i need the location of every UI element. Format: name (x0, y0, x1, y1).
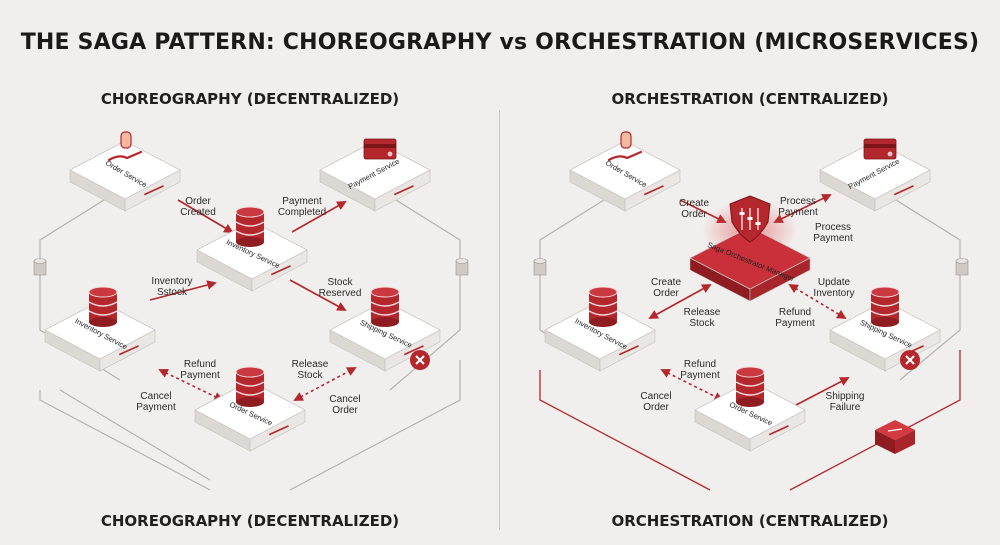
node-inventory-service-center: Inventory Service (196, 220, 308, 292)
orchestration-heading: ORCHESTRATION (CENTRALIZED) (611, 90, 889, 108)
node-order-service-bottom-right: Order Service (694, 380, 806, 452)
node-inventory-service-right: Inventory Service (544, 300, 656, 372)
edge-payment-completed (291, 201, 347, 233)
left-loop-bottom-right (289, 360, 461, 491)
edge-stock-reserved (289, 279, 347, 311)
hand-icon-2 (607, 131, 643, 162)
orchestration-footer: ORCHESTRATION (CENTRALIZED) (611, 512, 889, 530)
page-title: THE SAGA PATTERN: CHOREOGRAPHY vs ORCHES… (20, 30, 980, 55)
edge-shipping-failure (795, 377, 850, 406)
left-side-db-icon (33, 258, 47, 276)
choreography-heading: CHOREOGRAPHY (DECENTRALIZED) (100, 90, 400, 108)
failure-x-icon (410, 350, 430, 370)
failure-x-icon-2 (900, 350, 920, 370)
left-loop-bottom (39, 390, 211, 491)
edge-order-created (177, 199, 234, 233)
choreography-footer: CHOREOGRAPHY (DECENTRALIZED) (100, 512, 400, 530)
credit-card-icon (363, 138, 397, 160)
node-payment-service: Payment Service (319, 140, 431, 212)
background-loops (39, 189, 961, 491)
left-side-db-icon-2 (455, 258, 469, 276)
database-icon-4 (235, 366, 265, 407)
database-icon-2 (88, 286, 118, 327)
node-order-service-top-right: Order Service (569, 140, 681, 212)
right-red-loop-left (539, 370, 711, 491)
right-loop-b (879, 189, 961, 381)
node-shipping-service: Shipping Service (329, 300, 441, 372)
edges-layer (149, 194, 850, 406)
edge-inventory-sstock (149, 280, 217, 301)
left-loop-b (59, 389, 211, 481)
hand-icon (107, 131, 143, 162)
database-icon (235, 206, 265, 247)
database-icon-5 (588, 286, 618, 327)
right-side-db-icon-2 (955, 258, 969, 276)
right-red-loop-right (789, 350, 961, 491)
shield-icon (729, 195, 771, 243)
node-order-service-top: Order Service (69, 140, 181, 212)
edge-release-stock (293, 367, 357, 401)
panel-divider (499, 110, 500, 530)
node-saga-orchestrator: Saga Orchestrator Manager (689, 226, 811, 302)
node-payment-service-right: Payment Service (819, 140, 931, 212)
alert-cube-icon (875, 420, 915, 454)
credit-card-icon-2 (863, 138, 897, 160)
edge-create-order-left (648, 284, 712, 319)
right-side-db-icon (533, 258, 547, 276)
database-icon-7 (735, 366, 765, 407)
edge-update-inventory (788, 284, 847, 319)
database-icon-3 (370, 286, 400, 327)
edge-refund-payment-right (660, 369, 724, 401)
database-icon-6 (870, 286, 900, 327)
node-inventory-service-left: Inventory Service (44, 300, 156, 372)
